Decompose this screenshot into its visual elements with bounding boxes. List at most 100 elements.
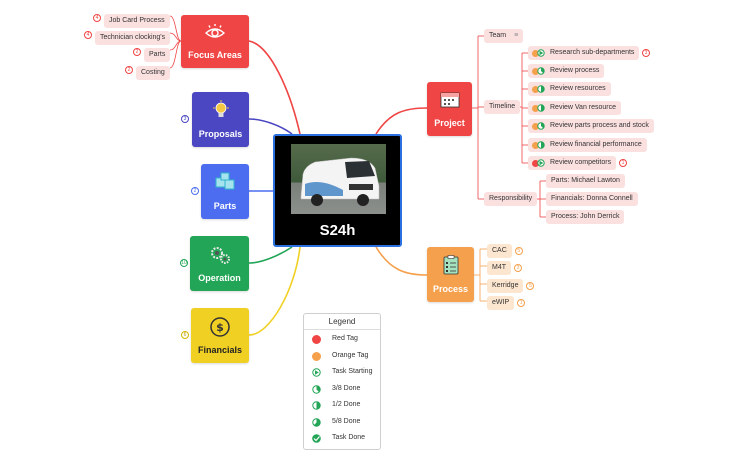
project-timeline[interactable]: Timeline xyxy=(484,100,521,114)
count-badge[interactable]: 4 xyxy=(93,13,101,22)
orange-tag-icon xyxy=(532,85,539,93)
legend-title: Legend xyxy=(328,317,356,326)
process-item-label: CAC xyxy=(487,243,512,258)
van-image xyxy=(300,157,380,206)
count-badge[interactable]: 2 xyxy=(133,47,141,56)
timeline-task-label: Research sub-departments xyxy=(550,49,635,56)
timeline-task-label: Review process xyxy=(550,67,600,74)
topic-parts[interactable]: Parts xyxy=(201,164,249,219)
process-item-label: M4T xyxy=(487,260,511,275)
dollar-coin-icon: $ xyxy=(210,317,230,337)
timeline-task[interactable]: Review financial performance xyxy=(528,138,647,152)
count-badge[interactable]: 1 xyxy=(517,298,526,307)
financials-count-badge[interactable]: 6 xyxy=(181,331,189,339)
timeline-task[interactable]: Research sub-departments xyxy=(528,46,640,60)
timeline-task[interactable]: Review process xyxy=(528,64,605,78)
task-progress-icon xyxy=(537,49,545,57)
focus-area-label: Job Card Process xyxy=(104,14,170,28)
progress-icon xyxy=(312,417,321,427)
team-label: Team xyxy=(489,32,507,39)
timeline-task-label: Review competitors xyxy=(550,159,612,166)
svg-text:$: $ xyxy=(216,321,224,334)
project-responsibility[interactable]: Responsibility xyxy=(484,192,538,206)
legend-item-label: Task Starting xyxy=(332,368,373,375)
topic-label: Parts xyxy=(213,201,237,211)
timeline-task-label: Review parts process and stock xyxy=(550,122,649,129)
topic-proposals[interactable]: Proposals xyxy=(192,92,249,147)
count-badge[interactable]: 3 xyxy=(514,263,522,272)
orange-tag-icon xyxy=(532,104,539,112)
parts-count-badge[interactable]: 2 xyxy=(191,187,199,195)
timeline-task[interactable]: Review resources xyxy=(528,82,611,96)
focus-area-label: Technician clocking's xyxy=(95,31,171,45)
orange-tag-icon xyxy=(532,67,539,75)
task-progress-icon xyxy=(537,159,545,167)
responsibility-item[interactable]: Process: John Derrick xyxy=(546,210,625,224)
process-item-label: eWIP xyxy=(487,295,515,310)
topic-process[interactable]: Process xyxy=(427,247,474,302)
red-tag-icon xyxy=(312,335,321,344)
focus-area-label: Parts xyxy=(144,48,171,62)
count-badge[interactable]: 5 xyxy=(526,281,535,290)
timeline-task[interactable]: Review competitors xyxy=(528,156,617,170)
proposals-count-badge[interactable]: 3 xyxy=(181,115,189,123)
task-progress-icon xyxy=(537,122,545,130)
process-item-label: Kerridge xyxy=(487,278,524,293)
orange-tag-icon xyxy=(532,49,539,57)
topic-project[interactable]: Project xyxy=(427,82,472,136)
orange-tag-icon xyxy=(312,351,321,361)
gears-icon xyxy=(210,247,230,264)
task-progress-icon xyxy=(537,67,545,75)
legend-item-label: 3/8 Done xyxy=(332,384,361,392)
topic-operation[interactable]: Operation xyxy=(190,236,249,291)
timeline-task[interactable]: Review Van resource xyxy=(528,101,622,115)
responsibility-item[interactable]: Financials: Donna Connell xyxy=(546,192,638,206)
topic-financials[interactable]: $ Financials xyxy=(191,308,249,363)
task-progress-icon xyxy=(537,141,545,149)
count-badge[interactable]: 4 xyxy=(84,30,92,39)
lightbulb-icon xyxy=(212,100,229,117)
operation-count-badge[interactable]: 10 xyxy=(180,259,188,267)
topic-label: Operation xyxy=(198,273,241,283)
responsibility-item[interactable]: Parts: Michael Lawton xyxy=(546,174,625,188)
red-tag-icon xyxy=(532,159,539,167)
progress-icon xyxy=(312,401,321,410)
legend-item-label: Red Tag xyxy=(332,335,358,342)
task-progress-icon xyxy=(537,104,545,112)
topic-label: Process xyxy=(432,284,469,294)
count-badge[interactable]: 1 xyxy=(619,159,627,167)
timeline-task-label: Review Van resource xyxy=(550,104,617,111)
project-team[interactable]: Team ≡ xyxy=(484,29,524,43)
topic-label: Focus Areas xyxy=(188,50,242,60)
count-badge[interactable]: 5 xyxy=(514,246,523,255)
eye-icon xyxy=(204,24,226,38)
progress-icon xyxy=(312,434,321,443)
legend-divider xyxy=(304,329,380,330)
focus-area-label: Costing xyxy=(136,66,170,80)
checklist-icon xyxy=(443,255,458,275)
count-badge[interactable]: 2 xyxy=(125,65,133,74)
count-badge[interactable]: 3 xyxy=(642,49,650,57)
legend-item-label: Task Done xyxy=(332,434,366,441)
timeline-task-label: Review resources xyxy=(550,85,606,92)
topic-label: Project xyxy=(434,118,465,128)
central-topic[interactable]: S24h xyxy=(273,134,402,247)
progress-icon xyxy=(312,368,321,377)
legend-item-label: Orange Tag xyxy=(332,351,369,359)
legend-item-label: 1/2 Done xyxy=(332,401,361,408)
orange-tag-icon xyxy=(532,141,539,149)
topic-focus-areas[interactable]: Focus Areas xyxy=(181,15,249,68)
timeline-task[interactable]: Review parts process and stock xyxy=(528,119,654,133)
legend-item-label: 5/8 Done xyxy=(332,417,361,425)
